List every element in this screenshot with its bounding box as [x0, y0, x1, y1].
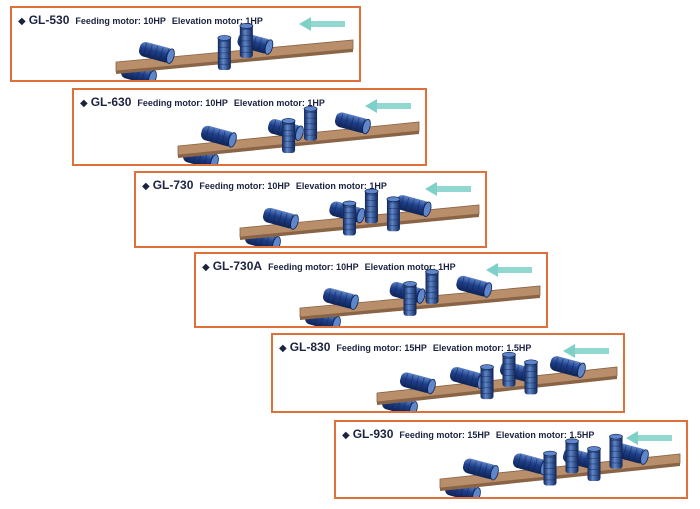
vertical-roller	[565, 438, 579, 474]
board-edge	[178, 131, 419, 158]
feeding-motor-spec: Feeding motor: 10HP	[75, 16, 166, 26]
model-panel-4: ◆GL-830 Feeding motor: 15HP Elevation moto…	[271, 333, 625, 413]
model-panel-2: ◆GL-730 Feeding motor: 10HP Elevation moto…	[134, 171, 487, 248]
feeder-diagram	[177, 99, 420, 164]
horizontal-roller	[449, 366, 486, 389]
feeder-diagram	[439, 431, 681, 497]
model-panel-5: ◆GL-930 Feeding motor: 15HP Elevation moto…	[334, 420, 688, 499]
feeding-motor-spec: Feeding motor: 10HP	[268, 262, 359, 272]
horizontal-roller	[262, 207, 299, 230]
feeder-diagram	[115, 17, 354, 80]
vertical-roller	[502, 351, 516, 387]
elevation-motor-spec: Elevation motor: 1HP	[364, 262, 456, 272]
bullet-diamond-icon: ◆	[142, 181, 150, 192]
bullet-diamond-icon: ◆	[342, 430, 350, 441]
horizontal-roller	[322, 288, 359, 310]
feed-direction-arrow-icon	[365, 99, 411, 113]
vertical-roller	[386, 196, 401, 232]
bullet-diamond-icon: ◆	[18, 16, 26, 27]
model-heading: ◆GL-930 Feeding motor: 15HP Elevation moto…	[342, 425, 600, 443]
elevation-motor-spec: Elevation motor: 1HP	[171, 16, 263, 26]
vertical-roller	[543, 450, 557, 486]
bullet-diamond-icon: ◆	[202, 262, 210, 273]
model-panel-1: ◆GL-630 Feeding motor: 10HP Elevation moto…	[72, 88, 427, 166]
elevation-motor-spec: Elevation motor: 1HP	[295, 181, 387, 191]
feeder-diagram	[376, 344, 618, 411]
model-heading: ◆GL-730 Feeding motor: 10HP Elevation moto…	[142, 176, 393, 194]
vertical-roller	[609, 433, 623, 469]
model-name: GL-830	[289, 340, 331, 354]
board-edge	[300, 295, 540, 320]
vertical-roller	[342, 200, 357, 236]
model-heading: ◆GL-530 Feeding motor: 10HP Elevation moto…	[18, 11, 269, 29]
feeder-diagram	[239, 182, 480, 246]
horizontal-roller	[200, 125, 237, 148]
horizontal-roller	[549, 356, 586, 378]
feeding-motor-spec: Feeding motor: 15HP	[399, 430, 490, 440]
model-panel-0: ◆GL-530 Feeding motor: 10HP Elevation moto…	[10, 6, 361, 82]
model-name: GL-630	[90, 95, 132, 109]
model-heading: ◆GL-630 Feeding motor: 10HP Elevation moto…	[80, 93, 331, 111]
elevation-motor-spec: Elevation motor: 1HP	[233, 98, 325, 108]
model-panel-3: ◆GL-730A Feeding motor: 10HP Elevation mot…	[194, 252, 548, 328]
bullet-diamond-icon: ◆	[279, 343, 287, 354]
feed-direction-arrow-icon	[425, 182, 471, 196]
board-edge	[440, 463, 680, 491]
vertical-roller	[480, 364, 494, 400]
vertical-roller	[303, 105, 318, 141]
vertical-roller	[425, 269, 439, 304]
model-name: GL-730A	[212, 259, 263, 273]
model-name: GL-730	[152, 178, 194, 192]
vertical-roller	[587, 446, 601, 481]
feeding-motor-spec: Feeding motor: 15HP	[336, 343, 427, 353]
vertical-roller	[403, 281, 417, 316]
board-edge	[240, 214, 479, 240]
horizontal-roller	[399, 372, 436, 395]
model-heading: ◆GL-730A Feeding motor: 10HP Elevation mot…	[202, 257, 462, 275]
vertical-roller	[239, 23, 254, 58]
board-edge	[377, 376, 617, 405]
vertical-roller	[364, 188, 379, 224]
horizontal-roller	[138, 41, 175, 64]
horizontal-roller	[462, 458, 499, 481]
horizontal-roller	[456, 275, 493, 298]
model-name: GL-530	[28, 13, 70, 27]
elevation-motor-spec: Elevation motor: 1.5HP	[495, 430, 595, 440]
feeding-motor-spec: Feeding motor: 10HP	[137, 98, 228, 108]
elevation-motor-spec: Elevation motor: 1.5HP	[432, 343, 532, 353]
horizontal-roller	[395, 195, 432, 217]
feed-direction-arrow-icon	[563, 344, 609, 358]
vertical-roller	[524, 359, 538, 395]
model-name: GL-930	[352, 427, 394, 441]
vertical-roller	[281, 118, 296, 153]
feed-direction-arrow-icon	[626, 431, 672, 445]
board-edge	[116, 49, 353, 74]
feeder-diagram	[299, 263, 541, 326]
feed-direction-arrow-icon	[486, 263, 532, 277]
feeding-motor-spec: Feeding motor: 10HP	[199, 181, 290, 191]
horizontal-roller	[334, 112, 371, 135]
bullet-diamond-icon: ◆	[80, 98, 88, 109]
vertical-roller	[217, 35, 232, 70]
model-heading: ◆GL-830 Feeding motor: 15HP Elevation moto…	[279, 338, 537, 356]
feed-direction-arrow-icon	[299, 17, 345, 31]
